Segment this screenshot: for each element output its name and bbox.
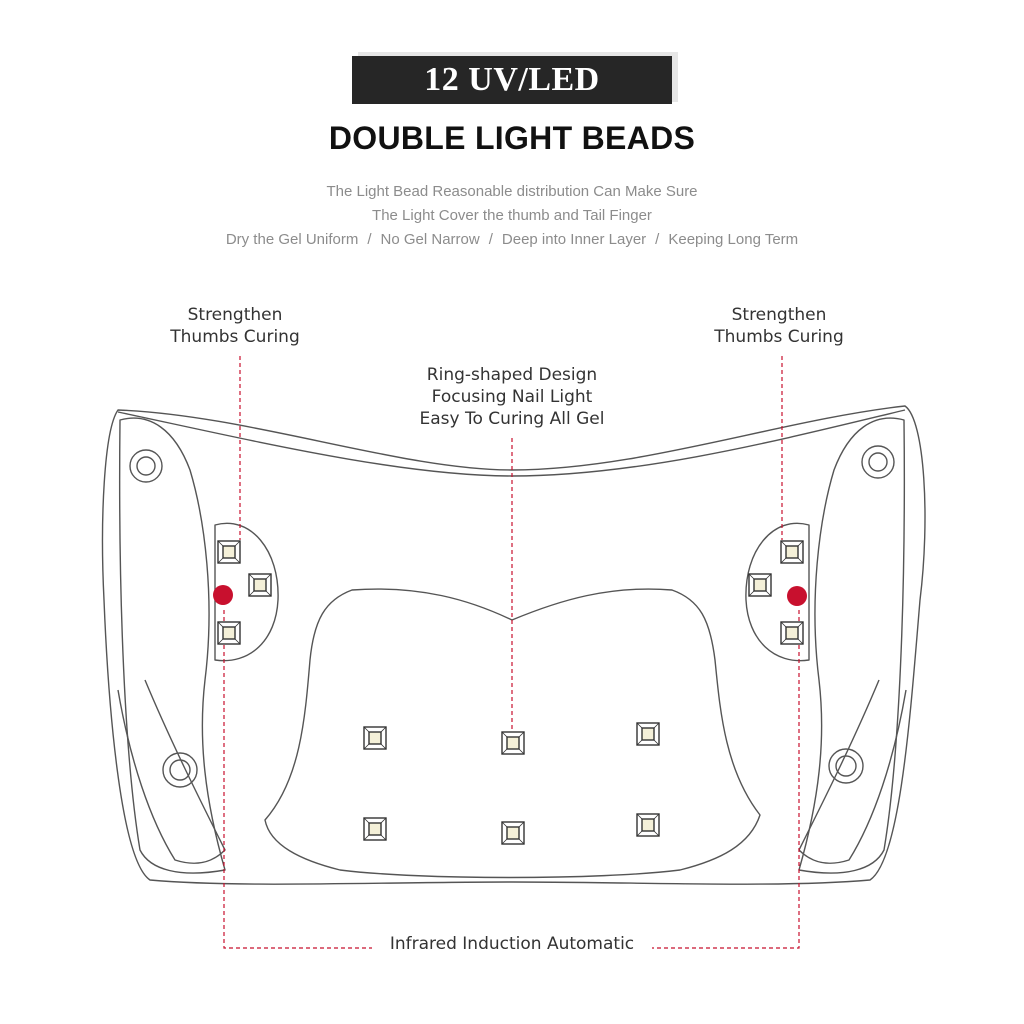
led-bead-icon [217,540,241,564]
headline: DOUBLE LIGHT BEADS [328,120,696,156]
led-bead-icon [636,722,660,746]
infrared-sensor-right [787,586,807,606]
right-thumb-pad [745,522,810,662]
callout-right-thumb: Strengthen Thumbs Curing [684,304,874,348]
lamp-body-outline [101,405,926,885]
subtitle-line-1: The Light Bead Reasonable distribution C… [326,183,698,200]
led-bead-icon [501,821,525,845]
feature-item: No Gel Narrow [380,231,480,248]
led-bead-icon [780,621,804,645]
led-bead-icon [636,813,660,837]
led-bead-icon [248,573,272,597]
callout-left-line-2: Thumbs Curing [170,327,300,347]
callout-left-line-1: Strengthen [187,305,283,325]
feature-list: Dry the Gel Uniform / No Gel Narrow / Deep i… [0,231,1024,248]
subtitle-line-2: The Light Cover the thumb and Tail Finge… [372,207,652,224]
screw-hole-icon [861,445,895,479]
left-side-ridge [117,679,226,864]
callout-center-line-3: Easy To Curing All Gel [419,409,605,429]
callout-center-ring: Ring-shaped Design Focusing Nail Light E… [392,364,632,430]
callout-center-line-2: Focusing Nail Light [431,387,593,407]
led-bead-icon [363,817,387,841]
left-thumb-pad [214,522,279,662]
led-bead-icon [748,573,772,597]
center-cavity [264,588,761,879]
led-bead-icon [217,621,241,645]
callout-right-line-2: Thumbs Curing [714,327,844,347]
feature-separator: / [488,231,493,248]
led-beads [217,540,804,845]
infrared-sensor-left [213,585,233,605]
left-side-panel [118,417,226,874]
screw-hole-icon [162,752,198,788]
feature-item: Deep into Inner Layer [501,231,647,248]
led-bead-icon [501,731,525,755]
callout-right-line-1: Strengthen [731,305,827,325]
title-badge-text: 12 UV/LED [424,61,600,98]
led-bead-icon [363,726,387,750]
screw-hole-icon [129,449,163,483]
leader-left-bottom [223,610,372,949]
feature-item: Keeping Long Term [668,231,799,248]
feature-separator: / [367,231,372,248]
leader-right-bottom [652,610,800,949]
screw-hole-icon [828,748,864,784]
callout-left-thumb: Strengthen Thumbs Curing [140,304,330,348]
title-badge: 12 UV/LED [352,56,672,104]
feature-item: Dry the Gel Uniform [225,231,359,248]
led-bead-icon [780,540,804,564]
right-side-panel [798,417,906,874]
callout-center-line-1: Ring-shaped Design [426,365,598,385]
feature-separator: / [655,231,660,248]
infrared-label: Infrared Induction Automatic [389,934,635,954]
right-side-ridge [798,679,907,864]
